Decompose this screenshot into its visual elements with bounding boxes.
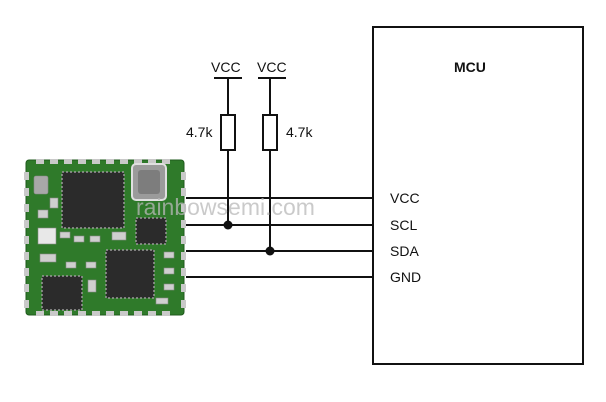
pullup-scl: VCC 4.7k bbox=[186, 59, 242, 225]
vcc-label-1: VCC bbox=[211, 59, 241, 75]
chip-main bbox=[61, 171, 125, 229]
smd-components bbox=[33, 175, 175, 305]
watermark: rainbowsemi.com bbox=[136, 194, 315, 220]
pin-label-gnd: GND bbox=[390, 269, 421, 285]
junction-sda bbox=[265, 246, 275, 256]
signal-wires bbox=[186, 197, 373, 278]
resistor-1 bbox=[220, 114, 236, 151]
chip-bottom-mid bbox=[105, 249, 155, 299]
pullup-sda: VCC 4.7k bbox=[257, 59, 313, 251]
resistor-2 bbox=[262, 114, 278, 151]
pin-label-vcc: VCC bbox=[390, 190, 420, 206]
mcu-box bbox=[372, 26, 584, 365]
resistor-value-1: 4.7k bbox=[186, 124, 213, 140]
chip-bottom-left bbox=[41, 275, 83, 311]
junction-scl bbox=[223, 220, 233, 230]
pcb-pads-top bbox=[36, 159, 170, 164]
pcb-pads-left bbox=[24, 172, 29, 308]
pcb-pads-bottom bbox=[36, 311, 170, 316]
sensor-module bbox=[24, 159, 186, 316]
chip-small-mid bbox=[135, 217, 167, 245]
mcu-title: MCU bbox=[454, 59, 486, 75]
pcb-pads-right bbox=[181, 172, 186, 308]
vcc-label-2: VCC bbox=[257, 59, 287, 75]
pin-label-sda: SDA bbox=[390, 243, 419, 259]
resistor-value-2: 4.7k bbox=[286, 124, 313, 140]
pin-label-scl: SCL bbox=[390, 217, 417, 233]
